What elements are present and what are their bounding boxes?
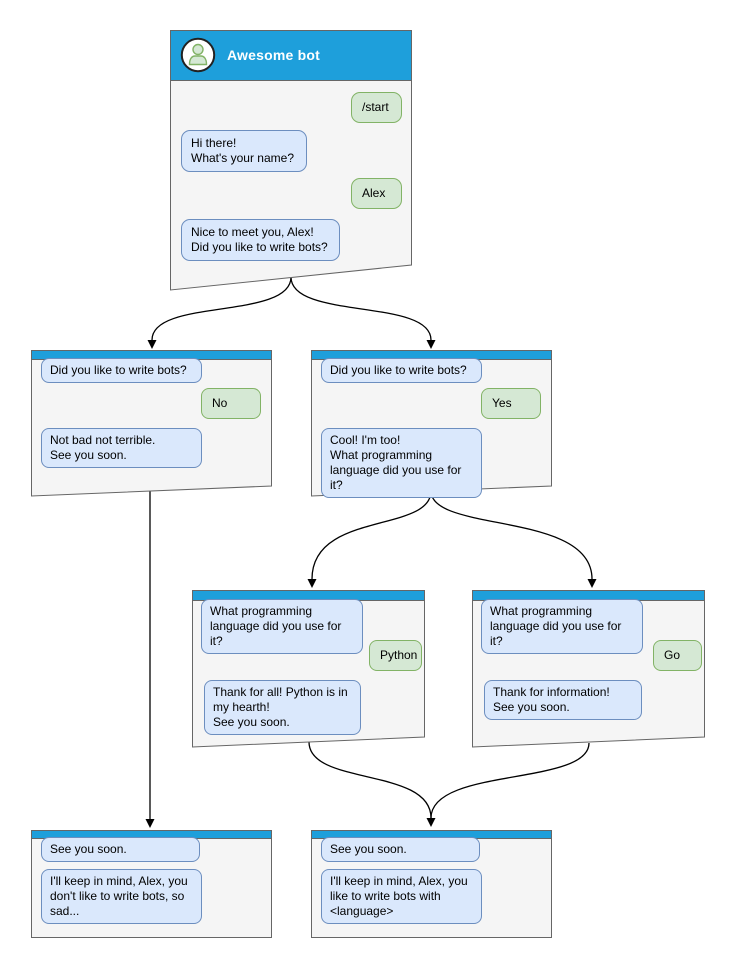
bot-message-bubble: Not bad not terrible. See you soon. <box>41 428 202 468</box>
edge-yes-to-go <box>430 490 593 580</box>
user-message-bubble: /start <box>351 92 402 123</box>
bot-message-bubble: Did you like to write bots? <box>41 358 202 383</box>
bot-message-bubble: See you soon. <box>321 837 480 862</box>
bot-message-bubble: Hi there! What's your name? <box>181 130 307 172</box>
node-lang-python: What programming language did you use fo… <box>192 590 425 748</box>
user-message-bubble: Python <box>369 640 422 671</box>
bot-message-bubble: Thank for all! Python is in my hearth! S… <box>204 680 361 735</box>
user-message-bubble: Yes <box>481 388 541 419</box>
node-lang-go: What programming language did you use fo… <box>472 590 705 748</box>
bot-avatar-icon <box>180 37 216 73</box>
bot-message-bubble: What programming language did you use fo… <box>481 599 643 654</box>
bot-message-bubble: What programming language did you use fo… <box>201 599 363 654</box>
bot-message-bubble: Thank for information! See you soon. <box>484 680 642 720</box>
arrowhead <box>426 340 436 349</box>
user-message-bubble: Alex <box>351 178 402 209</box>
arrowhead <box>307 579 317 588</box>
edge-yes-to-python <box>311 490 432 580</box>
window-title: Awesome bot <box>227 47 320 63</box>
chat-window-awesome-bot: Awesome bot /start Hi there! What's your… <box>170 30 412 291</box>
user-message-bubble: Go <box>653 640 702 671</box>
edge-python-to-end <box>308 741 432 819</box>
bot-message-bubble: See you soon. <box>41 837 200 862</box>
node-end-no: See you soon. I'll keep in mind, Alex, y… <box>31 830 272 938</box>
bot-message-bubble: Nice to meet you, Alex! Did you like to … <box>181 219 340 261</box>
node-end-yes: See you soon. I'll keep in mind, Alex, y… <box>311 830 552 938</box>
arrowhead <box>426 818 436 827</box>
bot-message-bubble: I'll keep in mind, Alex, you like to wri… <box>321 869 482 924</box>
arrowhead <box>145 819 155 828</box>
arrowhead <box>587 579 597 588</box>
user-message-bubble: No <box>201 388 261 419</box>
node-branch-yes: Did you like to write bots? Yes Cool! I'… <box>311 350 552 498</box>
bot-message-bubble: Cool! I'm too! What programming language… <box>321 428 482 498</box>
arrowhead <box>147 340 157 349</box>
bot-message-bubble: I'll keep in mind, Alex, you don't like … <box>41 869 202 924</box>
bot-message-bubble: Did you like to write bots? <box>321 358 482 383</box>
edge-go-to-end <box>430 742 590 819</box>
node-branch-no: Did you like to write bots? No Not bad n… <box>31 350 272 497</box>
